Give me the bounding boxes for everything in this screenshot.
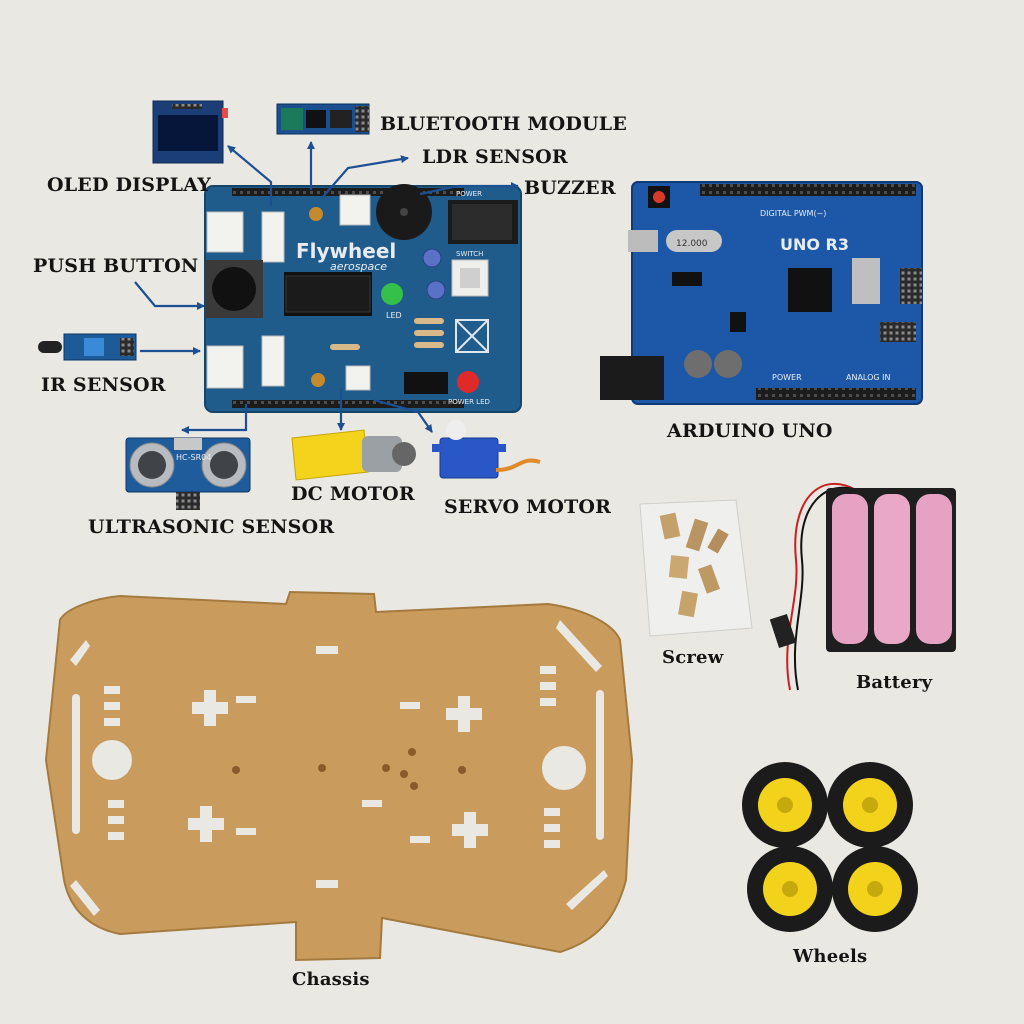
label-arduino-uno: ARDUINO UNO (667, 420, 833, 442)
buzzer-component (376, 184, 432, 240)
shield-power-label: POWER (456, 190, 482, 198)
bluetooth-module (276, 103, 370, 135)
ir-sensor-module (38, 333, 137, 361)
label-servo-motor: SERVO MOTOR (444, 496, 612, 518)
label-screw: Screw (662, 647, 724, 668)
callout-arrows (134, 141, 519, 434)
arrow-push-button (134, 281, 205, 310)
shield-brand-sub: aerospace (330, 260, 387, 273)
arrow-ultrasonic (181, 404, 248, 434)
label-dc-motor: DC MOTOR (291, 483, 415, 505)
arduino-uno-board: UNO R3 DIGITAL PWM(~) ANALOG IN POWER 12… (600, 181, 923, 405)
push-button-component (205, 260, 263, 318)
label-bluetooth-module: BLUETOOTH MODULE (380, 113, 628, 135)
label-chassis: Chassis (292, 969, 370, 990)
arduino-digital-label: DIGITAL PWM(~) (760, 209, 826, 218)
oled-display-module (152, 100, 228, 164)
arrow-servo (373, 398, 433, 433)
shield-brand: Flywheel (296, 239, 396, 263)
arrow-buzzer (419, 182, 519, 196)
shield-power-led-label: POWER LED (448, 398, 490, 406)
dc-motor (291, 429, 416, 481)
servo-motor (432, 420, 541, 479)
ultrasonic-model: HC-SR04 (176, 453, 211, 462)
shield-led-label: LED (386, 311, 402, 320)
label-battery: Battery (856, 672, 933, 693)
screw-bag (639, 499, 753, 637)
sensor-shield-board: Flywheel aerospace LED POWER LED POWER S… (204, 184, 522, 413)
shield-switch-label: SWITCH (456, 250, 483, 258)
arrow-oled (227, 145, 273, 206)
battery-holder (769, 483, 956, 691)
label-ir-sensor: IR SENSOR (41, 374, 166, 396)
arduino-power-label: POWER (772, 373, 802, 382)
robot-chassis (44, 590, 634, 962)
label-push-button: PUSH BUTTON (33, 255, 199, 277)
label-oled-display: OLED DISPLAY (47, 174, 211, 196)
wheels-set (742, 762, 918, 932)
label-ldr-sensor: LDR SENSOR (422, 146, 568, 168)
arduino-model: UNO R3 (780, 235, 849, 254)
label-ultrasonic-sensor: ULTRASONIC SENSOR (88, 516, 335, 538)
label-buzzer: BUZZER (524, 177, 616, 199)
arduino-crystal-label: 12.000 (676, 239, 708, 249)
ultrasonic-sensor-module: HC-SR04 (125, 437, 251, 510)
arduino-analog-label: ANALOG IN (846, 373, 891, 382)
label-wheels: Wheels (793, 946, 868, 967)
arrow-ldr (321, 155, 409, 199)
